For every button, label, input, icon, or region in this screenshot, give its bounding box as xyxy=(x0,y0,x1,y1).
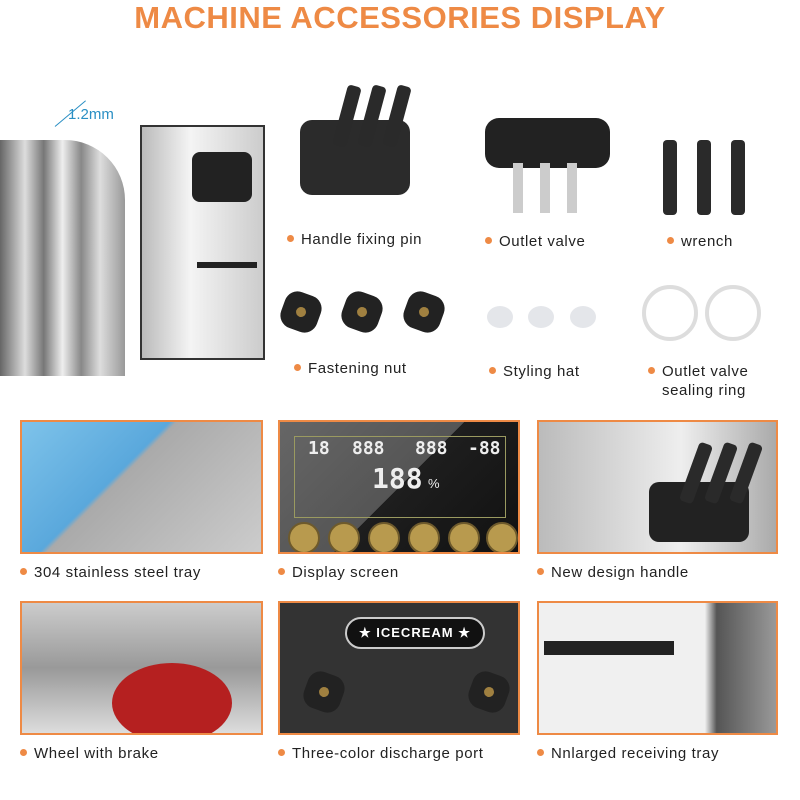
receiving-tray-photo xyxy=(537,601,778,735)
handle-photo xyxy=(537,420,778,554)
thickness-label: 1.2mm xyxy=(68,106,114,123)
accessory-label: wrench xyxy=(667,232,733,251)
display-readout: 18 xyxy=(308,438,330,459)
accessory-label-line2: sealing ring xyxy=(662,382,746,399)
accessory-label: Styling hat xyxy=(489,362,580,381)
feature-label: New design handle xyxy=(537,563,689,582)
accessory-label: Fastening nut xyxy=(294,359,407,378)
display-percent-unit: % xyxy=(428,476,440,491)
outlet-valve-image xyxy=(485,118,610,218)
accessory-label: Handle fixing pin xyxy=(287,230,422,249)
feature-label: 304 stainless steel tray xyxy=(20,563,201,582)
display-readout: 888 xyxy=(415,438,448,459)
wrench-image xyxy=(660,110,760,220)
feature-label: Display screen xyxy=(278,563,399,582)
feature-label: Wheel with brake xyxy=(20,744,159,763)
brand-logo: ★ ICECREAM ★ xyxy=(345,617,485,649)
feature-label: Nnlarged receiving tray xyxy=(537,744,719,763)
ice-cream-machine-image xyxy=(140,125,265,360)
wheel-photo xyxy=(20,601,263,735)
display-screen-photo: 18 888 888 -88 188 % xyxy=(278,420,520,554)
display-readout: -88 xyxy=(468,438,501,459)
display-readout: 888 xyxy=(352,438,385,459)
steel-tray-photo xyxy=(20,420,263,554)
page-title: MACHINE ACCESSORIES DISPLAY xyxy=(134,0,666,35)
display-percent: 188 xyxy=(372,462,423,495)
feature-label: Three-color discharge port xyxy=(278,744,484,763)
accessory-label: Outlet valve xyxy=(648,362,748,381)
handle-fixing-pin-image xyxy=(295,84,435,210)
accessory-label: Outlet valve xyxy=(485,232,585,251)
steel-layers-image xyxy=(0,140,125,376)
discharge-port-photo: ★ ICECREAM ★ xyxy=(278,601,520,735)
